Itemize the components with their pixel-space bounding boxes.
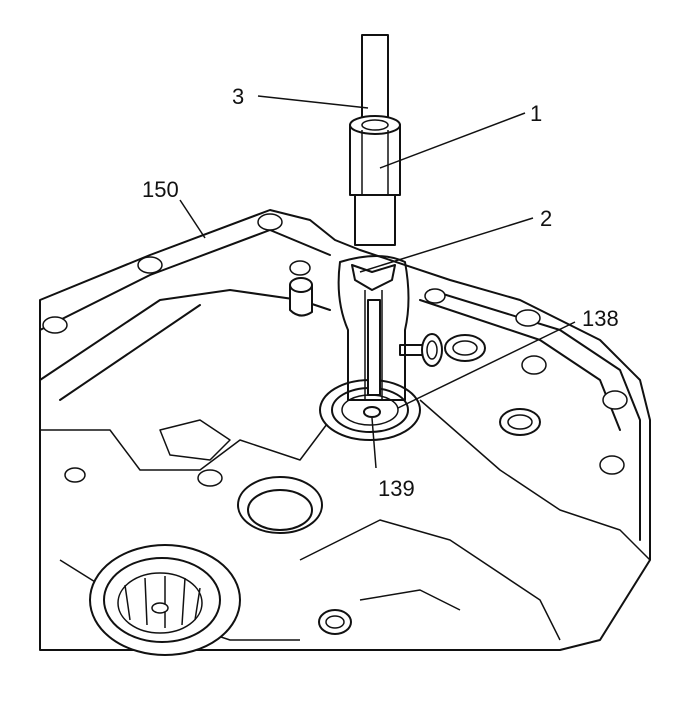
bolt-holes (42, 213, 628, 487)
leader-lines (179, 95, 576, 469)
callout-2: 2 (540, 206, 552, 231)
callout-1: 1 (530, 101, 542, 126)
tool-rod (361, 34, 389, 126)
callout-150: 150 (142, 177, 179, 202)
callout-139: 139 (378, 476, 415, 501)
callout-3: 3 (232, 84, 244, 109)
case-fitting (289, 277, 313, 317)
pin-139 (363, 406, 381, 418)
case-seals (237, 334, 541, 635)
tool-adapter (349, 115, 401, 246)
callout-138: 138 (582, 306, 619, 331)
clutch-housing (89, 544, 241, 656)
